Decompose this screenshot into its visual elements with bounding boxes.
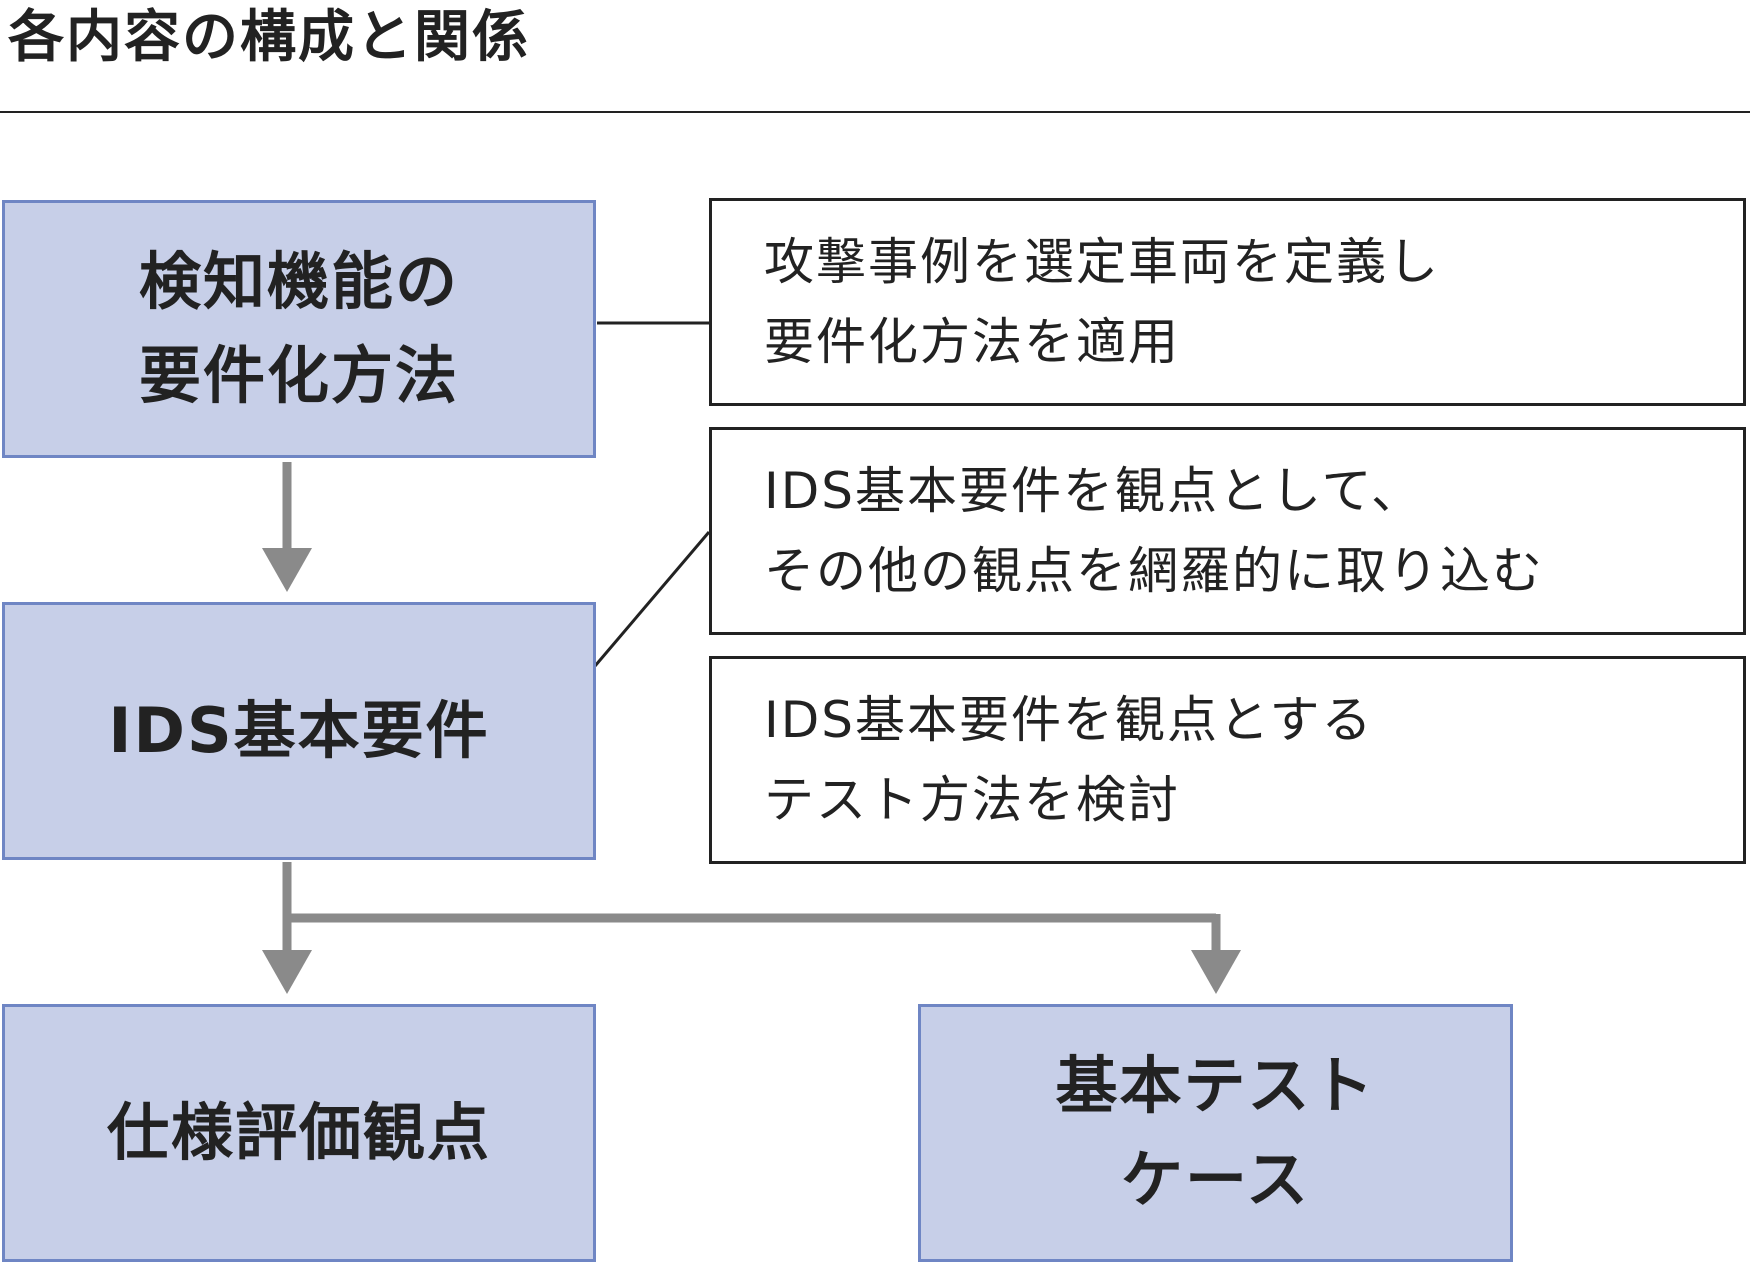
page-title: 各内容の構成と関係 — [8, 5, 530, 70]
note-ids-basic: IDS基本要件を観点として、 その他の観点を網羅的に取り込む — [709, 427, 1746, 635]
note-test-line-2: テスト方法を検討 — [764, 771, 1180, 829]
node-detection-line-2: 要件化方法 — [138, 339, 459, 412]
note-ids-line-2: その他の観点を網羅的に取り込む — [764, 542, 1544, 600]
note-detection: 攻撃事例を選定車両を定義し 要件化方法を適用 — [709, 198, 1746, 406]
note-test-method: IDS基本要件を観点とする テスト方法を検討 — [709, 656, 1746, 864]
node-basic-test-line-2: ケース — [1121, 1143, 1310, 1216]
note-ids-line-1: IDS基本要件を観点として、 — [764, 462, 1423, 520]
arrowhead-basic-test — [1191, 950, 1241, 994]
note-test-line-1: IDS基本要件を観点とする — [764, 691, 1374, 749]
node-ids-line-1: IDS基本要件 — [108, 694, 490, 767]
node-spec-eval-line-1: 仕様評価観点 — [106, 1096, 491, 1169]
arrowhead-ids — [262, 548, 312, 592]
node-basic-test-cases: 基本テスト ケース — [918, 1004, 1513, 1262]
node-detection-method: 検知機能の 要件化方法 — [2, 200, 596, 458]
node-detection-line-1: 検知機能の — [138, 245, 459, 318]
note-detection-line-1: 攻撃事例を選定車両を定義し — [764, 233, 1440, 291]
node-basic-test-line-1: 基本テスト — [1055, 1049, 1376, 1122]
arrowhead-spec-eval — [262, 950, 312, 994]
node-spec-evaluation: 仕様評価観点 — [2, 1004, 596, 1262]
note-detection-line-2: 要件化方法を適用 — [764, 313, 1180, 371]
title-divider — [0, 111, 1750, 113]
note-connector-ids — [593, 531, 711, 667]
node-ids-basic-requirements: IDS基本要件 — [2, 602, 596, 860]
